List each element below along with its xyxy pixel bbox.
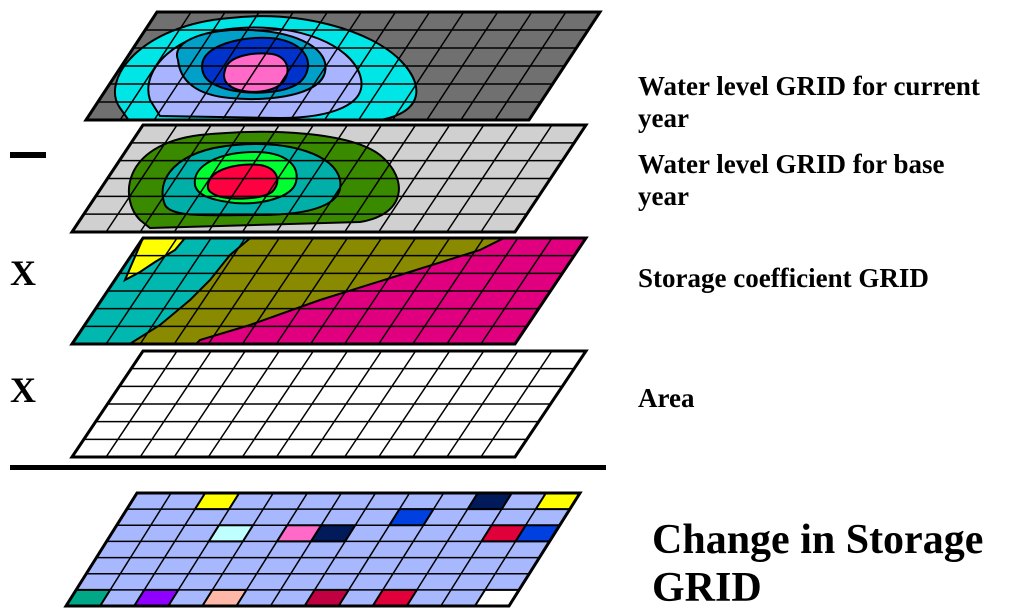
grid-line-vertical bbox=[133, 492, 206, 607]
storage-zone-teal bbox=[72, 238, 263, 344]
base-year-grid-border bbox=[69, 123, 589, 234]
label-area: Area bbox=[638, 383, 695, 413]
minus-operator bbox=[10, 152, 46, 158]
current-year-grid-border bbox=[83, 10, 603, 122]
grid-line-vertical bbox=[372, 492, 445, 607]
result-grid-border bbox=[63, 491, 583, 608]
area-grid bbox=[69, 349, 589, 459]
grid-line-vertical bbox=[269, 492, 343, 607]
grid-line-vertical bbox=[440, 492, 513, 607]
grid-line-vertical bbox=[474, 492, 547, 607]
storage-grid-border bbox=[69, 236, 589, 346]
multiply-operator-1: X bbox=[10, 253, 36, 293]
grid-line-vertical bbox=[303, 492, 377, 607]
grid-line-vertical bbox=[201, 492, 274, 607]
grid-line-vertical bbox=[337, 492, 411, 607]
grid-line-vertical bbox=[235, 492, 309, 607]
label-storage-coefficient: Storage coefficient GRID bbox=[638, 263, 929, 293]
area-gridlines bbox=[83, 350, 575, 458]
label-current-year: Water level GRID for current year bbox=[638, 71, 980, 133]
base-year-gridlines bbox=[83, 124, 575, 233]
change-in-storage-grid bbox=[63, 491, 583, 608]
multiply-operator-2: X bbox=[10, 370, 36, 410]
storage-gridlines bbox=[83, 237, 575, 345]
grid-line-vertical bbox=[406, 492, 479, 607]
area-grid-border bbox=[69, 349, 589, 459]
grid-line-vertical bbox=[167, 492, 240, 607]
grid-line-vertical bbox=[99, 492, 172, 607]
label-base-year: Water level GRID for base year bbox=[638, 149, 945, 211]
current-year-gridlines bbox=[97, 11, 589, 121]
result-gridlines bbox=[76, 492, 570, 607]
storage-coefficient-grid bbox=[69, 236, 589, 346]
current-year-grid bbox=[83, 10, 603, 122]
result-grid-bg bbox=[66, 493, 580, 606]
base-year-grid bbox=[69, 123, 589, 234]
equals-rule bbox=[10, 465, 606, 470]
label-change-in-storage: Change in Storage GRID bbox=[652, 517, 984, 611]
